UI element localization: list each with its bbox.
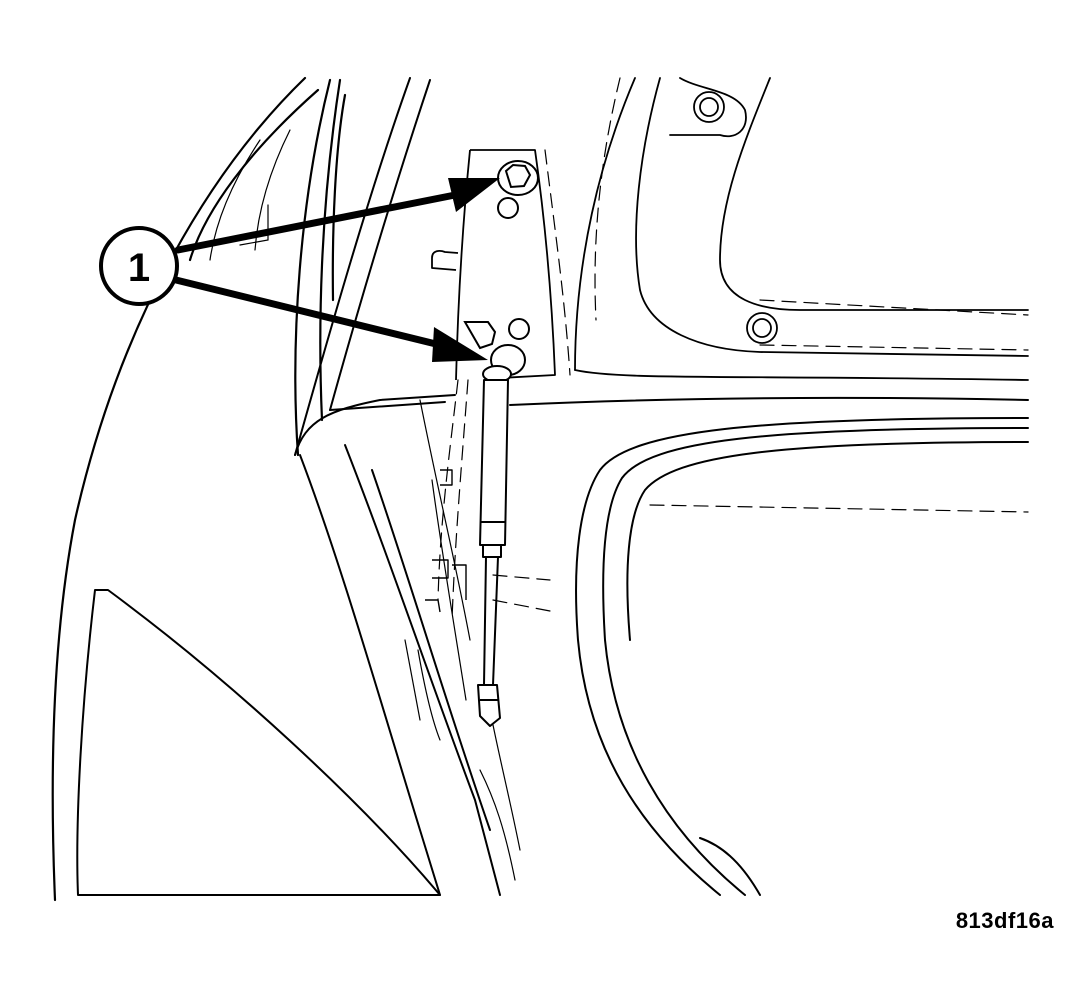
gas-support-strut: [477, 379, 509, 727]
upper-ball-stud: [497, 160, 539, 219]
callout-leader-arrows: [172, 178, 500, 362]
pillar-detail-lines: [209, 129, 521, 881]
arrowhead-lower: [432, 327, 488, 362]
leader-line-upper: [174, 191, 459, 254]
hidden-lines: [437, 77, 1029, 621]
leader-line-lower: [172, 276, 444, 349]
figure-id-label: 813df16a: [955, 908, 1054, 933]
arrowhead-upper: [448, 178, 500, 212]
callout-badge: 1: [99, 226, 179, 306]
lower-bracket-tabs: [425, 469, 467, 613]
lower-ball-stud: [463, 318, 530, 383]
liftgate-opening-outline: [509, 396, 1029, 896]
quarter-window-outline: [76, 589, 441, 896]
quarter-panel-outline: [51, 76, 347, 902]
roof-grommets: [693, 91, 778, 344]
callout-number: 1: [128, 246, 150, 290]
roof-opening-outline: [574, 77, 1029, 381]
d-pillar-structure: [294, 77, 501, 896]
